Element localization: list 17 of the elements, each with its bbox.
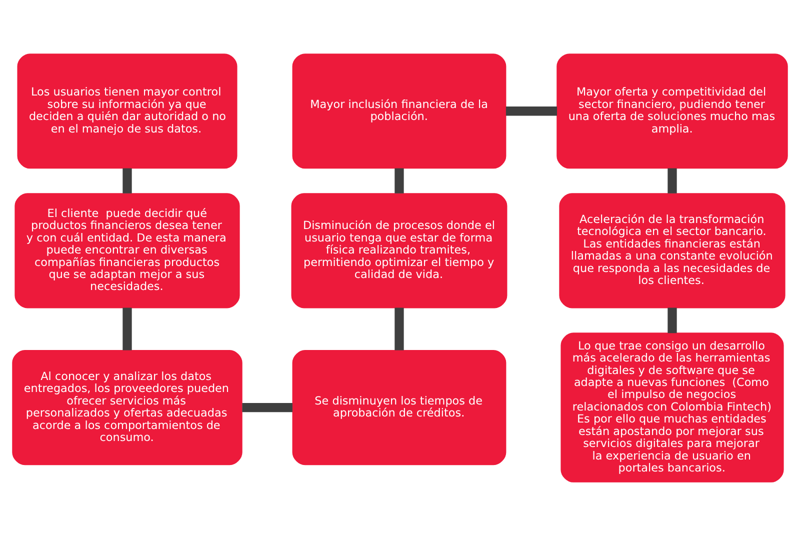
connector (394, 168, 404, 194)
node-box: Mayor inclusión financiera de la población. (292, 54, 506, 169)
connector (122, 308, 132, 350)
connector (668, 308, 677, 334)
node-box: Lo que trae consigo un desarrollo más acelerado de las herramientas digitales y de software que se adapte a nuevas funciones (Como el impulso de negocios relacionados con Colombia Fintech) Es por ello que muchas entidades están apostando por mejorar sus servicios digitales para mejorar la experiencia de usuario en portales bancarios. (560, 332, 784, 482)
node-box: Mayor oferta y competitividad del sector financiero, pudiendo tener una oferta de soluciones mucho mas amplia. (556, 54, 788, 169)
node-box: Se disminuyen los tiempos de aprobación de créditos. (292, 350, 506, 466)
connector (122, 168, 132, 194)
connector (506, 106, 558, 116)
connector (242, 402, 292, 412)
node-box: Disminución de procesos donde el usuario tenga que estar de forma física realizando tramites, permitiendo optimizar el tiempo y calidad de vida. (291, 193, 508, 308)
connector (668, 168, 677, 194)
connector (394, 308, 404, 350)
node-box: El cliente puede decidir qué productos financieros desea tener y con cuál entidad. De esta manera puede encontrar en diversas compañías financieras productos que se adaptan mejor a sus necesidades. (14, 193, 240, 308)
node-box: Al conocer y analizar los datos entregados, los proveedores pueden ofrecer servicios más personalizados y ofertas adecuadas acorde a los comportamientos de consumo. (12, 350, 242, 466)
node-box: Aceleración de la transformación tecnológica en el sector bancario. Las entidades financieras están llamadas a una constante evolución que responda a las necesidades de los clientes. (559, 193, 786, 308)
node-box: Los usuarios tienen mayor control sobre su información ya que deciden a quién dar autoridad o no en el manejo de sus datos. (17, 54, 238, 169)
